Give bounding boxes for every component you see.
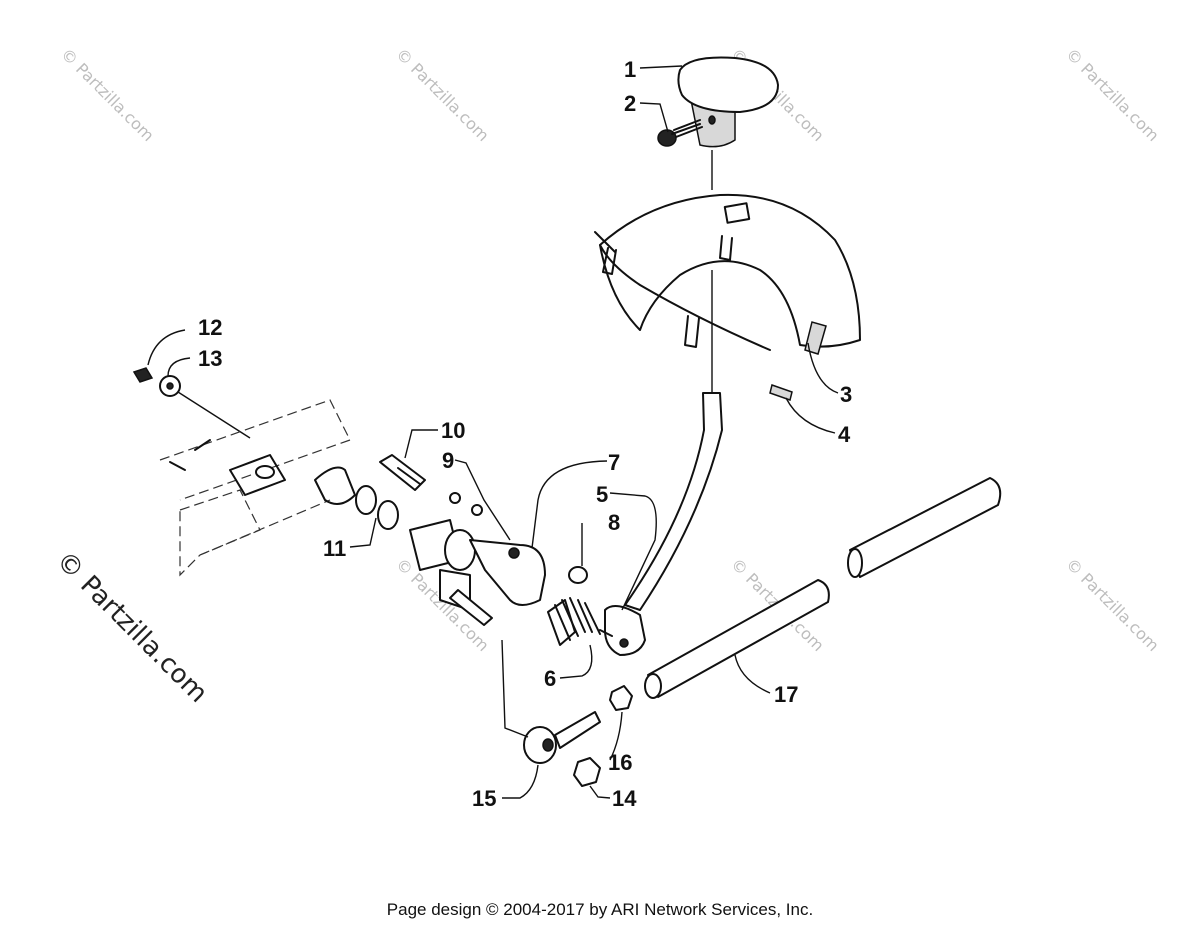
- shift-lever: [604, 392, 723, 656]
- frame-outline: [159, 399, 356, 577]
- tube-nut: [609, 685, 633, 711]
- shift-shaft: [409, 519, 546, 611]
- shift-knob: [677, 56, 779, 148]
- callout-9: 9: [442, 448, 454, 473]
- watermark-2: © Partzilla.com: [392, 44, 493, 145]
- small-washers: [449, 492, 483, 516]
- callout-3: 3: [840, 382, 852, 407]
- shift-gate-plate: [594, 193, 861, 355]
- watermark-4: © Partzilla.com: [1062, 44, 1163, 145]
- knob-screw: [657, 119, 703, 147]
- callout-13: 13: [198, 346, 222, 371]
- callout-7: 7: [608, 450, 620, 475]
- watermark-1: © Partzilla.com: [57, 44, 158, 145]
- callout-15: 15: [472, 786, 496, 811]
- o-rings: [355, 485, 399, 530]
- callout-17: 17: [774, 682, 798, 707]
- callout-12: 12: [198, 315, 222, 340]
- callout-16: 16: [608, 750, 632, 775]
- shift-pin: [379, 454, 426, 491]
- stud: [449, 589, 493, 626]
- rod-end: [523, 711, 601, 764]
- shift-rod: [644, 477, 1002, 699]
- watermark-7: © Partzilla.com: [1062, 554, 1163, 655]
- lever-nut: [568, 566, 588, 584]
- callout-labels: 1 2 3 4 5 6 7 8 9 10 11 12 13 14 15 16 1…: [198, 57, 852, 811]
- callout-10: 10: [441, 418, 465, 443]
- callout-2: 2: [624, 91, 636, 116]
- bolt-and-washer: [132, 367, 251, 439]
- watermark-large: © Partzilla.com: [50, 546, 213, 709]
- callout-4: 4: [838, 422, 851, 447]
- callout-11: 11: [323, 536, 346, 561]
- callout-14: 14: [612, 786, 637, 811]
- callout-8: 8: [608, 510, 620, 535]
- callout-1: 1: [624, 57, 636, 82]
- callout-5: 5: [596, 482, 608, 507]
- callout-6: 6: [544, 666, 556, 691]
- rod-nut: [573, 757, 601, 787]
- gate-pad: [769, 384, 793, 401]
- return-spring: [547, 597, 613, 646]
- footer-copyright: Page design © 2004-2017 by ARI Network S…: [386, 900, 814, 919]
- leader-lines: [147, 65, 839, 799]
